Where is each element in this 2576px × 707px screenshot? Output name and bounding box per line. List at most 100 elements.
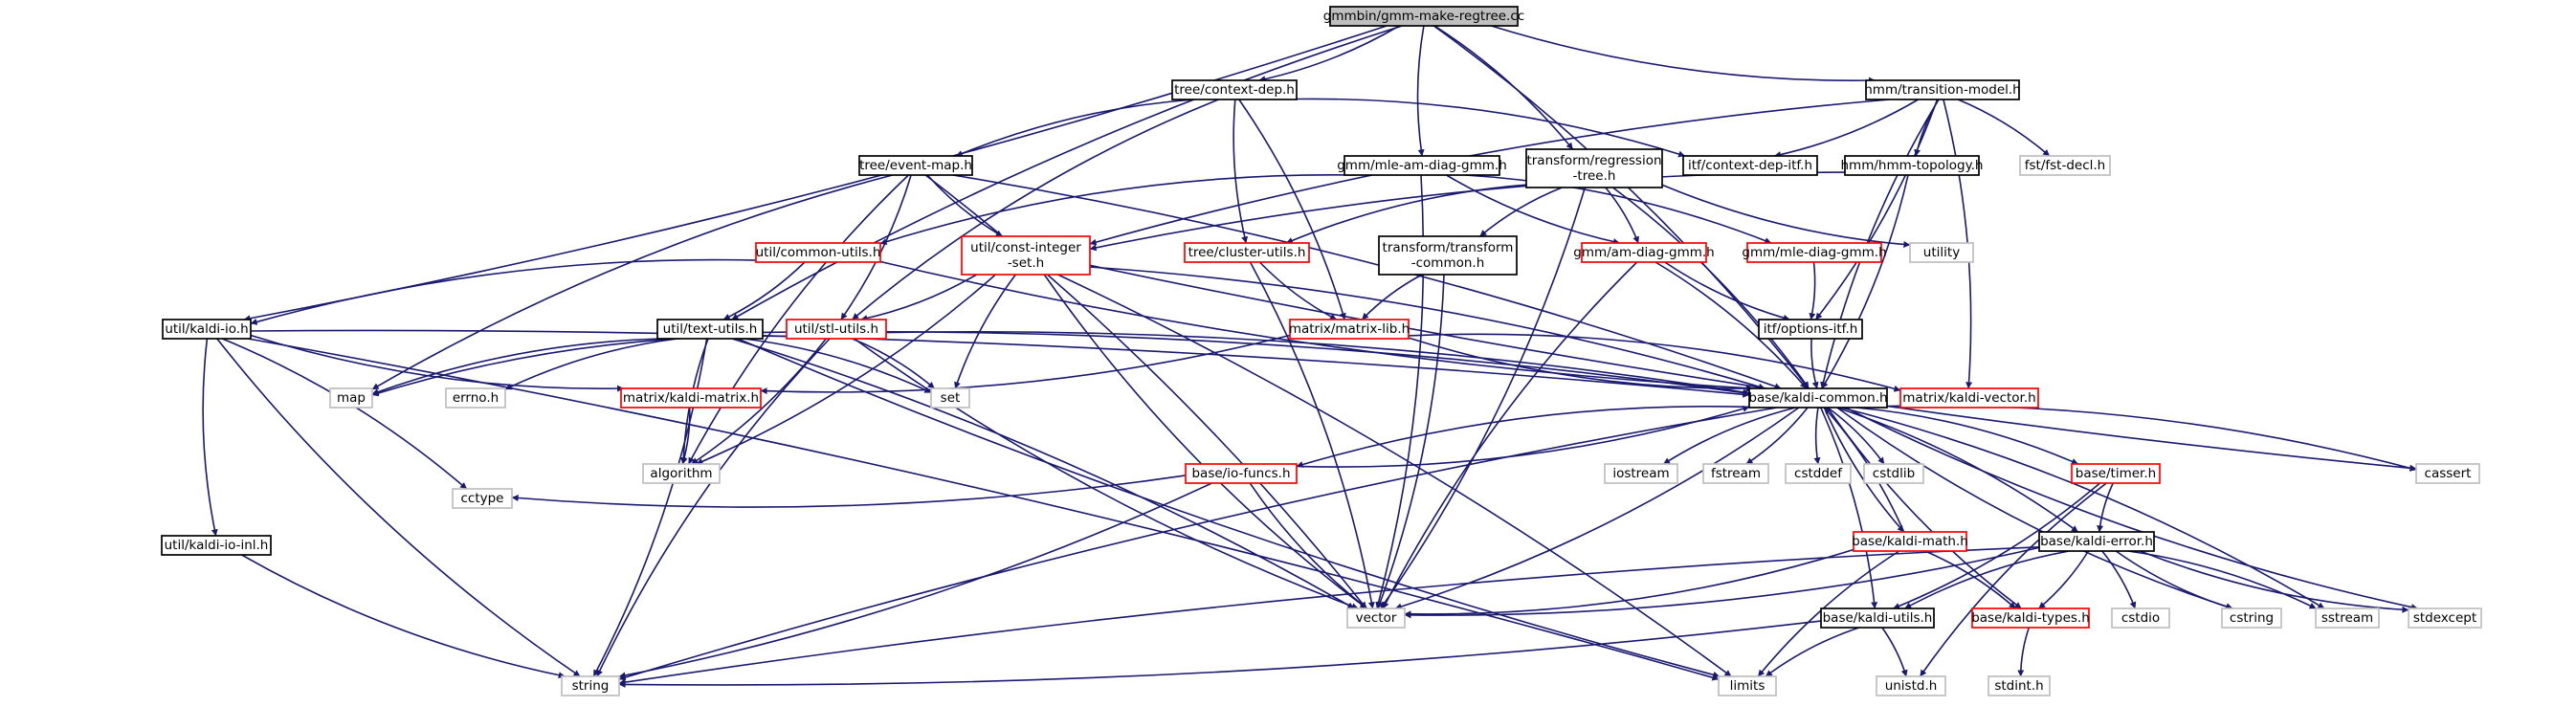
node-fst-decl[interactable]: fst/fst-decl.h	[2019, 155, 2111, 176]
dependency-edge-mle_diag_gmm-to-options_itf	[1809, 261, 1816, 320]
dependency-edge-kaldi_error-to-stdexcept	[2140, 550, 2409, 613]
node-kaldi-types[interactable]: base/kaldi-types.h	[1971, 608, 2090, 629]
node-cstdio[interactable]: cstdio	[2111, 608, 2170, 629]
dependency-edge-regression_tree-to-kaldi_common	[1612, 187, 1810, 389]
node-algorithm[interactable]: algorithm	[642, 463, 721, 484]
node-const-integer-set[interactable]: util/const-integer-set.h	[961, 235, 1091, 276]
dependency-edge-transition_model-to-const_integer_set	[1089, 99, 1890, 246]
node-box	[1748, 387, 1888, 409]
node-unistd-h[interactable]: unistd.h	[1876, 675, 1946, 696]
node-vector[interactable]: vector	[1346, 608, 1406, 629]
node-options-itf[interactable]: itf/options-itf.h	[1758, 319, 1863, 340]
dependency-edge-kaldi_error-to-sstream	[2127, 550, 2317, 609]
node-sstream[interactable]: sstream	[2315, 608, 2380, 629]
dependency-edge-regression_tree-to-vector	[1380, 187, 1587, 609]
dependency-edge-text_utils-to-limits	[737, 338, 1721, 678]
node-hmm-topology[interactable]: hmm/hmm-topology.h	[1840, 155, 1984, 176]
dependency-edge-context_dep-to-matrix_lib	[1238, 99, 1346, 320]
node-box	[786, 319, 887, 340]
node-box	[1865, 79, 2020, 100]
node-box	[1718, 675, 1777, 696]
node-kaldi-math[interactable]: base/kaldi-math.h	[1852, 531, 1968, 552]
node-stdint-h[interactable]: stdint.h	[1988, 675, 2051, 696]
node-limits[interactable]: limits	[1718, 675, 1777, 696]
node-errno-h[interactable]: errno.h	[445, 387, 506, 409]
node-io-funcs[interactable]: base/io-funcs.h	[1185, 463, 1298, 484]
node-box	[2038, 531, 2155, 552]
node-iostream[interactable]: iostream	[1604, 463, 1678, 484]
node-cassert[interactable]: cassert	[2415, 463, 2480, 484]
node-box	[561, 675, 620, 696]
node-mle-am-diag[interactable]: gmm/mle-am-diag-gmm.h	[1337, 155, 1507, 176]
node-fstream[interactable]: fstream	[1702, 463, 1769, 484]
node-context-dep-itf[interactable]: itf/context-dep-itf.h	[1682, 155, 1818, 176]
node-kaldi-matrix[interactable]: matrix/kaldi-matrix.h	[620, 387, 762, 409]
node-label: -common.h	[1411, 255, 1485, 271]
dependency-edge-regression_tree-to-am_diag_gmm	[1605, 187, 1639, 244]
dependency-edge-kaldi_io_h-to-kaldi_io_inl	[202, 338, 218, 537]
node-label: vector	[1356, 610, 1397, 626]
node-transform-common[interactable]: transform/transform-common.h	[1378, 235, 1518, 276]
dependency-edge-mle_am_diag-to-common_utils	[879, 174, 1356, 245]
node-label: matrix/kaldi-vector.h	[1902, 390, 2035, 406]
dependency-edge-io_funcs-to-vector	[1249, 482, 1368, 609]
node-cstring[interactable]: cstring	[2221, 608, 2282, 629]
node-label: fst/fst-decl.h	[2025, 158, 2105, 173]
node-label: itf/options-itf.h	[1764, 321, 1858, 337]
node-label: utility	[1923, 245, 1960, 260]
dependency-edge-kaldi_math-to-kaldi_types	[1924, 550, 2016, 609]
node-string[interactable]: string	[561, 675, 620, 696]
node-root[interactable]: gmmbin/gmm-make-regtree.cc	[1323, 6, 1524, 27]
node-box	[1682, 155, 1818, 176]
node-map[interactable]: map	[329, 387, 373, 409]
node-kaldi-vector[interactable]: matrix/kaldi-vector.h	[1899, 387, 2039, 409]
dependency-edge-context_dep-to-cluster_utils	[1232, 99, 1249, 244]
dependency-edge-kaldi_io_h-to-kaldi_common	[250, 329, 1750, 398]
node-stdexcept[interactable]: stdexcept	[2408, 608, 2482, 629]
node-text-utils[interactable]: util/text-utils.h	[656, 319, 764, 340]
node-cluster-utils[interactable]: tree/cluster-utils.h	[1184, 242, 1310, 263]
dependency-edge-io_funcs-to-cctype	[511, 475, 1187, 508]
node-box	[1581, 242, 1707, 263]
node-box	[1909, 242, 1974, 263]
node-kaldi-common[interactable]: base/kaldi-common.h	[1748, 387, 1888, 409]
node-kaldi-error[interactable]: base/kaldi-error.h	[2038, 531, 2155, 552]
node-am-diag-gmm[interactable]: gmm/am-diag-gmm.h	[1573, 242, 1715, 263]
node-transition-model[interactable]: hmm/transition-model.h	[1864, 79, 2021, 100]
node-label: gmm/mle-am-diag-gmm.h	[1337, 158, 1507, 173]
node-cstdlib[interactable]: cstdlib	[1863, 463, 1924, 484]
node-label: cstddef	[1794, 466, 1843, 481]
dependency-edge-regression_tree-to-utility	[1661, 184, 1911, 248]
dependency-edge-am_diag_gmm-to-vector	[1382, 261, 1638, 609]
node-label: util/common-utils.h	[756, 245, 881, 260]
node-utility[interactable]: utility	[1909, 242, 1974, 263]
dependency-edge-const_integer_set-to-stl_utils	[860, 274, 978, 322]
node-event-map[interactable]: tree/event-map.h	[858, 155, 973, 176]
dependency-edge-matrix_lib-to-kaldi_matrix	[760, 334, 1291, 395]
node-box	[620, 387, 762, 409]
node-kaldi-utils[interactable]: base/kaldi-utils.h	[1820, 608, 1935, 629]
node-stl-utils[interactable]: util/stl-utils.h	[786, 319, 887, 340]
node-regression-tree[interactable]: transform/regression-tree.h	[1525, 148, 1663, 188]
node-matrix-lib[interactable]: matrix/matrix-lib.h	[1289, 319, 1410, 340]
node-context-dep[interactable]: tree/context-dep.h	[1171, 79, 1298, 100]
dependency-edge-kaldi_error-to-kaldi_types	[2038, 550, 2090, 609]
node-label: hmm/transition-model.h	[1864, 82, 2020, 98]
node-mle-diag-gmm[interactable]: gmm/mle-diag-gmm.h	[1742, 242, 1887, 263]
node-label: gmm/mle-diag-gmm.h	[1742, 245, 1886, 260]
node-cstddef[interactable]: cstddef	[1785, 463, 1852, 484]
dependency-edge-regression_tree-to-cluster_utils	[1285, 184, 1527, 244]
node-cctype[interactable]: cctype	[452, 488, 513, 509]
node-timer-h[interactable]: base/timer.h	[2071, 463, 2161, 484]
node-kaldi-io-h[interactable]: util/kaldi-io.h	[162, 319, 252, 340]
dependency-edge-kaldi_error-to-kaldi_utils	[1904, 550, 2070, 609]
node-kaldi-io-inl[interactable]: util/kaldi-io-inl.h	[161, 535, 272, 556]
node-set[interactable]: set	[930, 387, 970, 409]
node-label: base/kaldi-types.h	[1971, 610, 2090, 626]
node-common-utils[interactable]: util/common-utils.h	[755, 242, 881, 263]
node-box	[329, 387, 373, 409]
node-box	[2221, 608, 2282, 629]
dependency-edge-kaldi_matrix-to-algorithm	[680, 407, 691, 465]
dependency-edge-root-to-transition_model	[1491, 25, 1876, 84]
node-label: itf/context-dep-itf.h	[1688, 158, 1812, 173]
